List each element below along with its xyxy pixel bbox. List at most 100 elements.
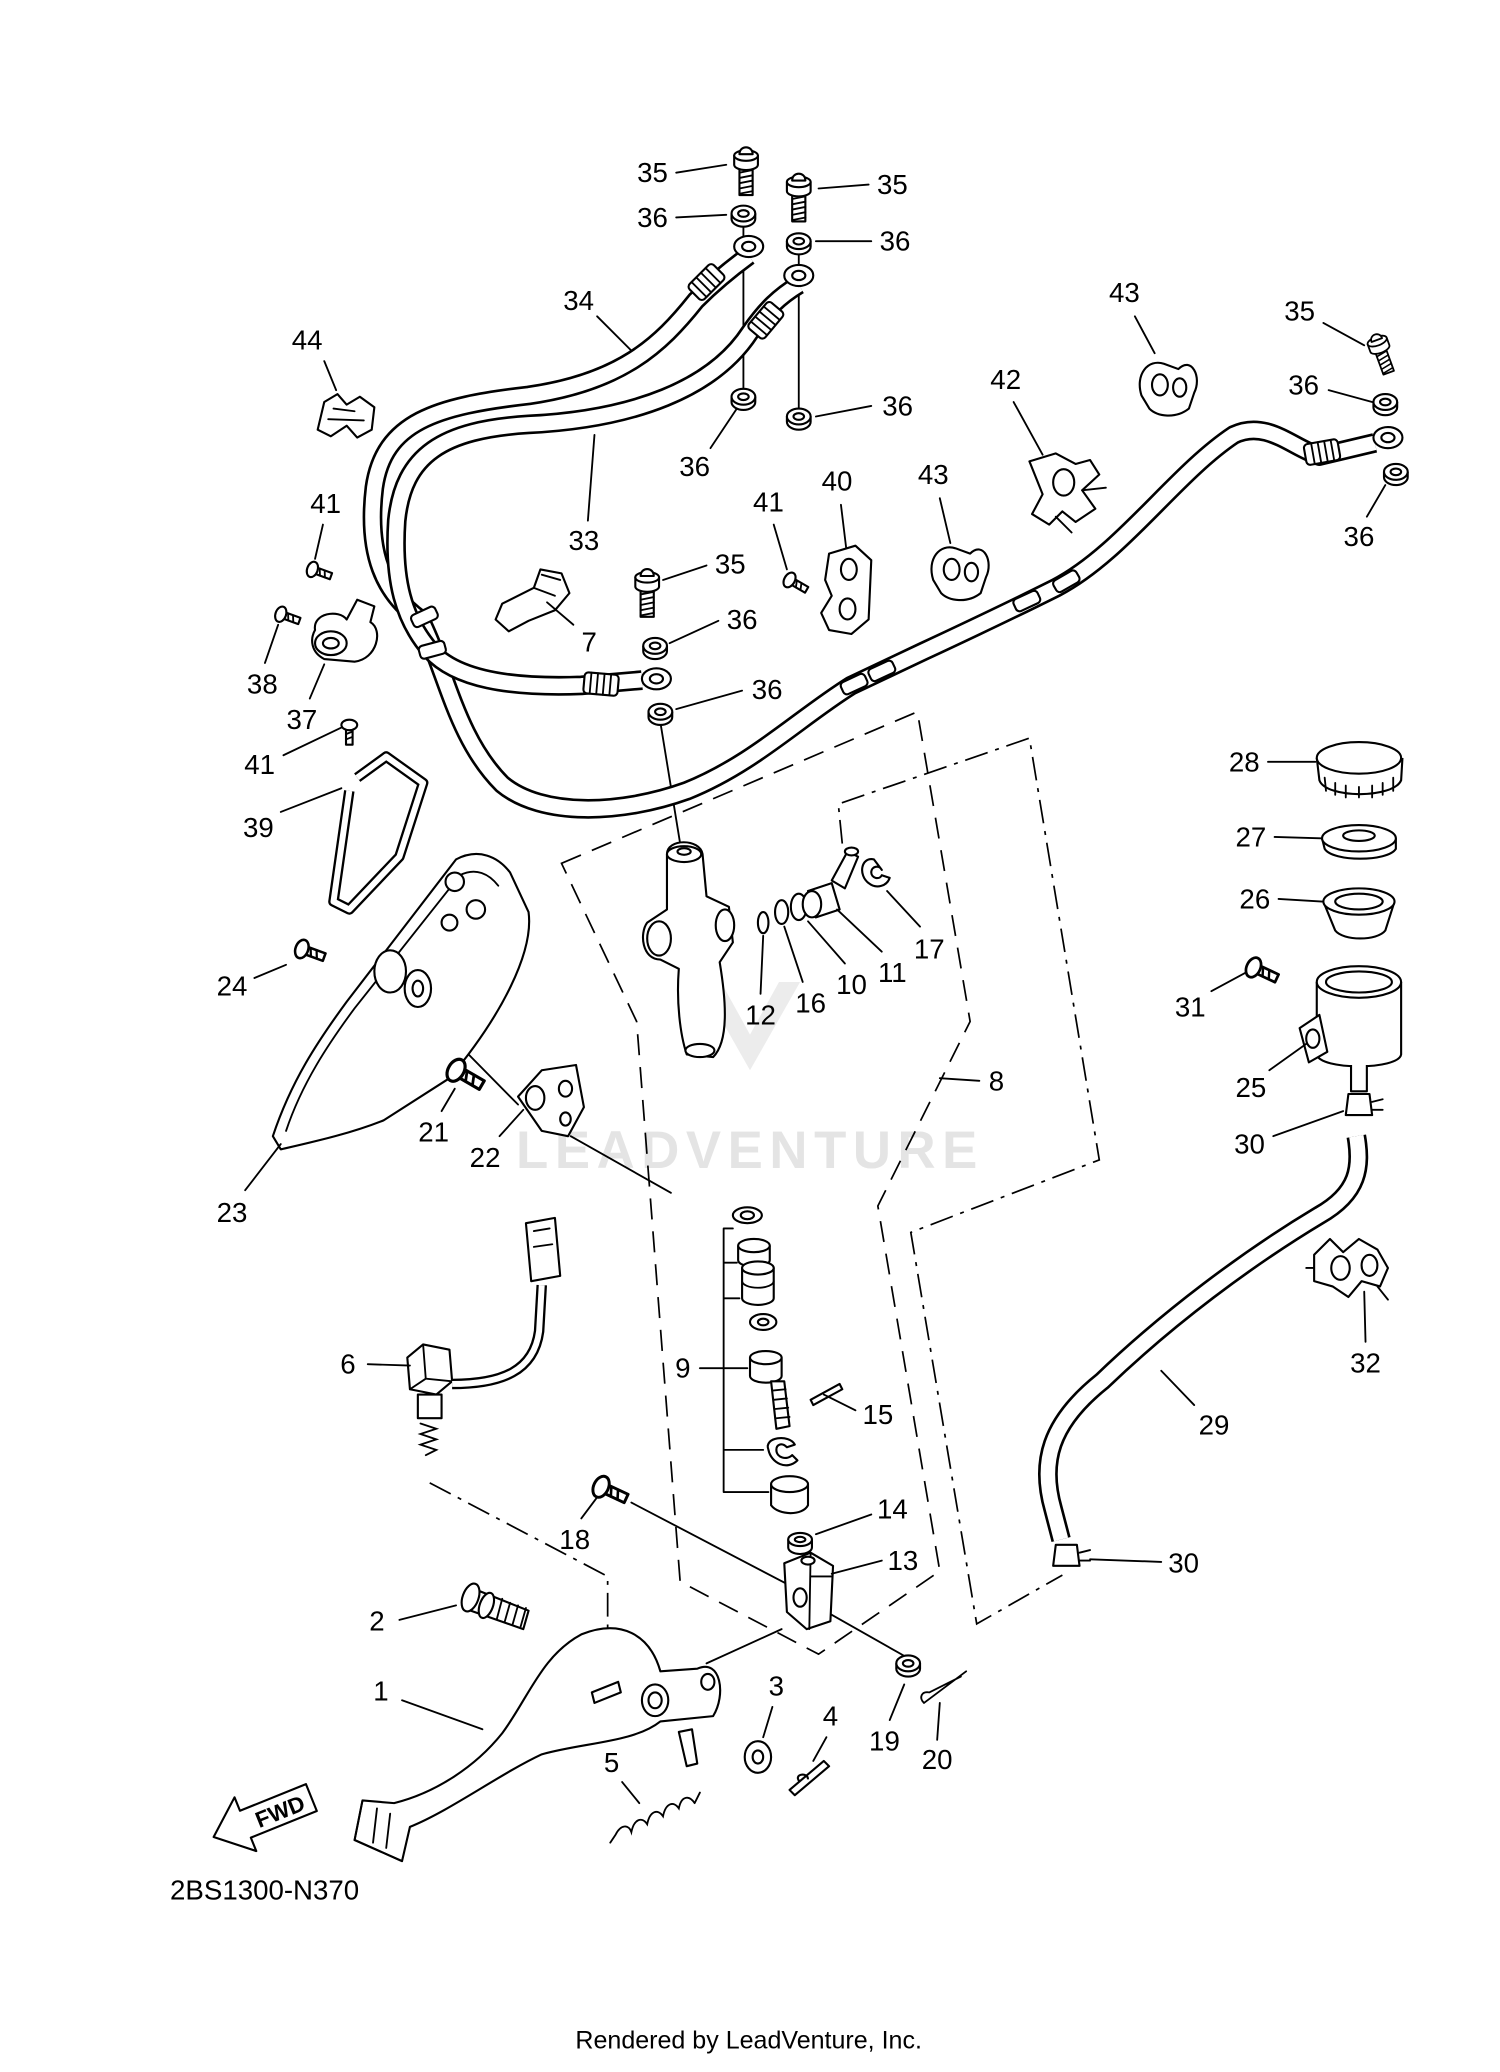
o-ring-12 <box>756 911 770 935</box>
hose-clamp-37 <box>311 598 379 663</box>
callout: 36 <box>679 407 738 482</box>
callout: 36 <box>1288 369 1374 403</box>
union-bolt <box>634 568 661 618</box>
brake-light-switch-6 <box>406 1216 562 1457</box>
svg-text:31: 31 <box>1175 992 1206 1023</box>
screw-41 <box>779 569 812 598</box>
callout: 20 <box>922 1702 953 1775</box>
brake-hose-34 <box>362 247 1378 819</box>
hose-clamp-32 <box>1305 1237 1389 1301</box>
hose-joint-ring <box>1050 567 1083 595</box>
svg-text:17: 17 <box>914 934 945 965</box>
svg-text:16: 16 <box>795 988 826 1019</box>
callout: 41 <box>310 488 341 560</box>
svg-text:24: 24 <box>217 970 248 1001</box>
svg-text:28: 28 <box>1229 746 1260 777</box>
bolt-24 <box>291 936 329 968</box>
svg-text:30: 30 <box>1168 1548 1199 1579</box>
diaphragm-holder-26 <box>1322 887 1396 940</box>
svg-text:44: 44 <box>292 325 323 356</box>
union-bolt <box>785 172 812 223</box>
brake-hose-33 <box>386 276 804 696</box>
bracket-22 <box>516 1063 585 1138</box>
callout: 35 <box>637 157 728 188</box>
hose-joint-ring <box>866 658 898 684</box>
callout: 16 <box>783 925 826 1019</box>
svg-text:11: 11 <box>878 957 907 988</box>
svg-text:35: 35 <box>877 169 908 200</box>
push-rod-assembly-9 <box>722 1206 810 1515</box>
union-bolt <box>1364 330 1400 378</box>
reservoir-hose-29 <box>1037 1134 1369 1542</box>
callout: 27 <box>1235 821 1322 852</box>
callout: 32 <box>1350 1290 1381 1378</box>
gasket-washer <box>642 636 669 661</box>
callout: 2 <box>369 1604 457 1637</box>
hose-joint-ring <box>1011 588 1043 614</box>
svg-text:41: 41 <box>753 487 784 518</box>
svg-text:30: 30 <box>1234 1129 1265 1160</box>
screw-41 <box>303 559 335 585</box>
callout: 6 <box>340 1349 411 1380</box>
callout: 30 <box>1234 1110 1345 1160</box>
callout: 41 <box>753 487 788 571</box>
hose-fittings <box>408 234 1404 698</box>
nut-14 <box>787 1531 814 1556</box>
gaskets <box>642 204 1409 726</box>
callout: 36 <box>668 604 758 645</box>
svg-text:29: 29 <box>1199 1409 1230 1440</box>
callout: 36 <box>1344 484 1387 552</box>
hose-crimp-fitting <box>582 671 621 698</box>
svg-text:32: 32 <box>1350 1347 1381 1378</box>
callout: 36 <box>675 674 783 711</box>
callout: 37 <box>286 663 326 735</box>
svg-text:38: 38 <box>247 669 278 700</box>
hose-holder-42 <box>1028 452 1107 534</box>
washer-3 <box>743 1740 773 1774</box>
callout: 23 <box>217 1143 282 1228</box>
svg-text:34: 34 <box>563 285 594 316</box>
union-bolt <box>733 146 759 197</box>
svg-text:37: 37 <box>286 704 317 735</box>
svg-text:27: 27 <box>1235 821 1266 852</box>
callout: 43 <box>918 459 952 544</box>
callout: 4 <box>812 1701 838 1762</box>
hose-joint-ring <box>838 671 870 697</box>
svg-text:36: 36 <box>679 451 710 482</box>
gasket-washer <box>647 702 674 726</box>
hose-clip-30 <box>1344 1092 1384 1117</box>
callout: 44 <box>292 325 338 392</box>
callout: 5 <box>604 1747 641 1805</box>
cotter-pin-20 <box>920 1670 968 1704</box>
diagram-code: 2BS1300-N370 <box>170 1875 359 1906</box>
footer-credit: Rendered by LeadVenture, Inc. <box>575 2026 922 2054</box>
hose-joint-11 <box>801 846 860 919</box>
master-cylinder-8 <box>641 841 736 1059</box>
svg-text:36: 36 <box>1288 369 1319 400</box>
callout: 29 <box>1160 1369 1230 1440</box>
reservoir-tank-25 <box>1298 965 1403 1093</box>
hose-crimp-fitting <box>1302 437 1342 467</box>
callout: 21 <box>418 1087 456 1148</box>
svg-text:4: 4 <box>823 1701 838 1732</box>
bolt-31 <box>1241 953 1283 990</box>
hose-holder-40 <box>820 544 873 636</box>
callout: 13 <box>830 1545 918 1576</box>
callout: 34 <box>563 285 633 352</box>
banjo-eye-fitting <box>640 667 672 691</box>
svg-text:7: 7 <box>582 626 597 657</box>
svg-text:6: 6 <box>340 1349 355 1380</box>
hose-clamp-43 <box>1138 361 1198 417</box>
svg-text:22: 22 <box>470 1142 501 1173</box>
svg-text:36: 36 <box>1344 521 1375 552</box>
reservoir-hose-outline <box>837 736 1101 1626</box>
pin-15 <box>809 1382 844 1407</box>
fwd-arrow: FWD <box>212 1783 318 1853</box>
callout: 22 <box>470 1108 525 1173</box>
svg-text:36: 36 <box>727 604 758 635</box>
callout: 31 <box>1175 971 1247 1023</box>
hose-clip-7 <box>494 568 571 633</box>
svg-text:41: 41 <box>310 488 341 519</box>
svg-text:35: 35 <box>1284 296 1315 327</box>
